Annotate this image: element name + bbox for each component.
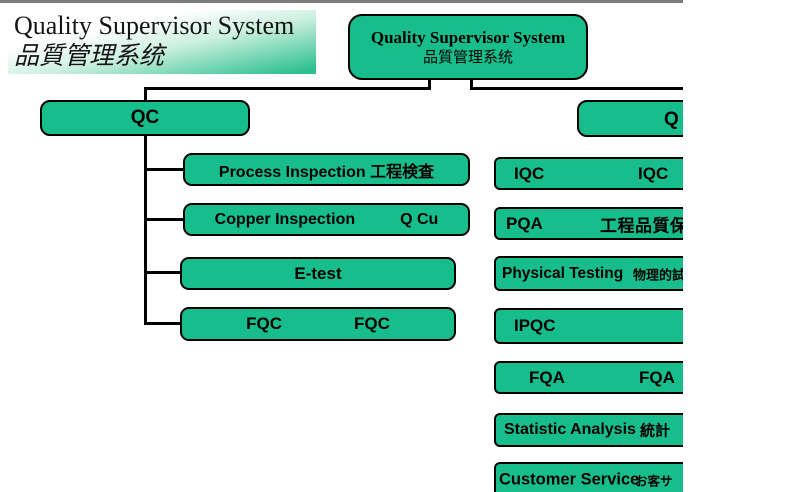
fqc-label-left: FQC — [246, 314, 282, 333]
elbow-process-inspection — [144, 168, 186, 171]
elbow-fqc — [144, 322, 186, 325]
connector-stub-right — [470, 80, 473, 89]
fqa-label-right: FQA — [639, 367, 675, 387]
banner-title-en: Quality Supervisor System — [14, 11, 295, 40]
physical-testing-label: Physical Testing — [502, 264, 624, 282]
copper-inspection-label: Copper Inspection — [214, 210, 356, 228]
qc-trunk-line — [144, 87, 147, 325]
ipqc-label: IPQC — [514, 316, 556, 335]
root-title-jp: 品質管理系统 — [422, 49, 513, 66]
node-physical-testing: Physical Testing 物理的試 — [494, 256, 683, 291]
physical-testing-label-jp: 物理的試 — [633, 267, 683, 282]
statistic-analysis-label: Statistic Analysis — [504, 421, 636, 438]
e-test-label: E-test — [294, 263, 342, 283]
iqc-label-left: IQC — [514, 163, 545, 183]
node-qa: Q — [577, 100, 683, 137]
pqa-label-jp: 工程品質保 — [600, 216, 683, 235]
qa-label: Q — [664, 109, 679, 130]
node-statistic-analysis: Statistic Analysis 統計 — [494, 413, 683, 447]
customer-service-label: Customer Service — [499, 470, 640, 489]
node-pqa: PQA 工程品質保 — [494, 207, 683, 240]
elbow-copper-inspection — [144, 218, 186, 221]
fqa-label-left: FQA — [529, 367, 565, 387]
connector-horizontal-right — [470, 87, 683, 90]
banner-title-jp: 品質管理系统 — [14, 43, 165, 70]
node-copper-inspection: Copper Inspection Q Cu — [183, 203, 470, 236]
root-node: Quality Supervisor System 品質管理系统 — [348, 14, 588, 80]
title-banner: Quality Supervisor System 品質管理系统 — [8, 10, 316, 74]
customer-service-label-jp: お客サ — [635, 474, 673, 489]
node-customer-service: Customer Service お客サ — [494, 462, 683, 492]
copper-inspection-code: Q Cu — [400, 210, 439, 228]
node-fqc: FQC FQC — [180, 307, 456, 341]
root-title-en: Quality Supervisor System — [370, 27, 566, 47]
qc-label: QC — [130, 107, 160, 128]
iqc-label-right: IQC — [638, 163, 669, 183]
node-ipqc: IPQC — [494, 308, 683, 344]
slide-content-area: Quality Supervisor System 品質管理系统 Quality… — [0, 0, 683, 492]
node-iqc: IQC IQC — [494, 157, 683, 190]
connector-stub-left — [428, 80, 431, 89]
statistic-analysis-label-jp: 統計 — [640, 422, 671, 440]
process-inspection-label: Process Inspection 工程検査 — [218, 163, 435, 181]
node-fqa: FQA FQA — [494, 361, 683, 394]
top-edge-line — [0, 0, 683, 3]
fqc-label-right: FQC — [354, 314, 390, 333]
node-qc: QC — [40, 100, 250, 136]
node-e-test: E-test — [180, 257, 456, 290]
node-process-inspection: Process Inspection 工程検査 — [183, 153, 470, 186]
connector-horizontal-left — [144, 87, 431, 90]
elbow-e-test — [144, 271, 186, 274]
pqa-label: PQA — [506, 213, 543, 233]
